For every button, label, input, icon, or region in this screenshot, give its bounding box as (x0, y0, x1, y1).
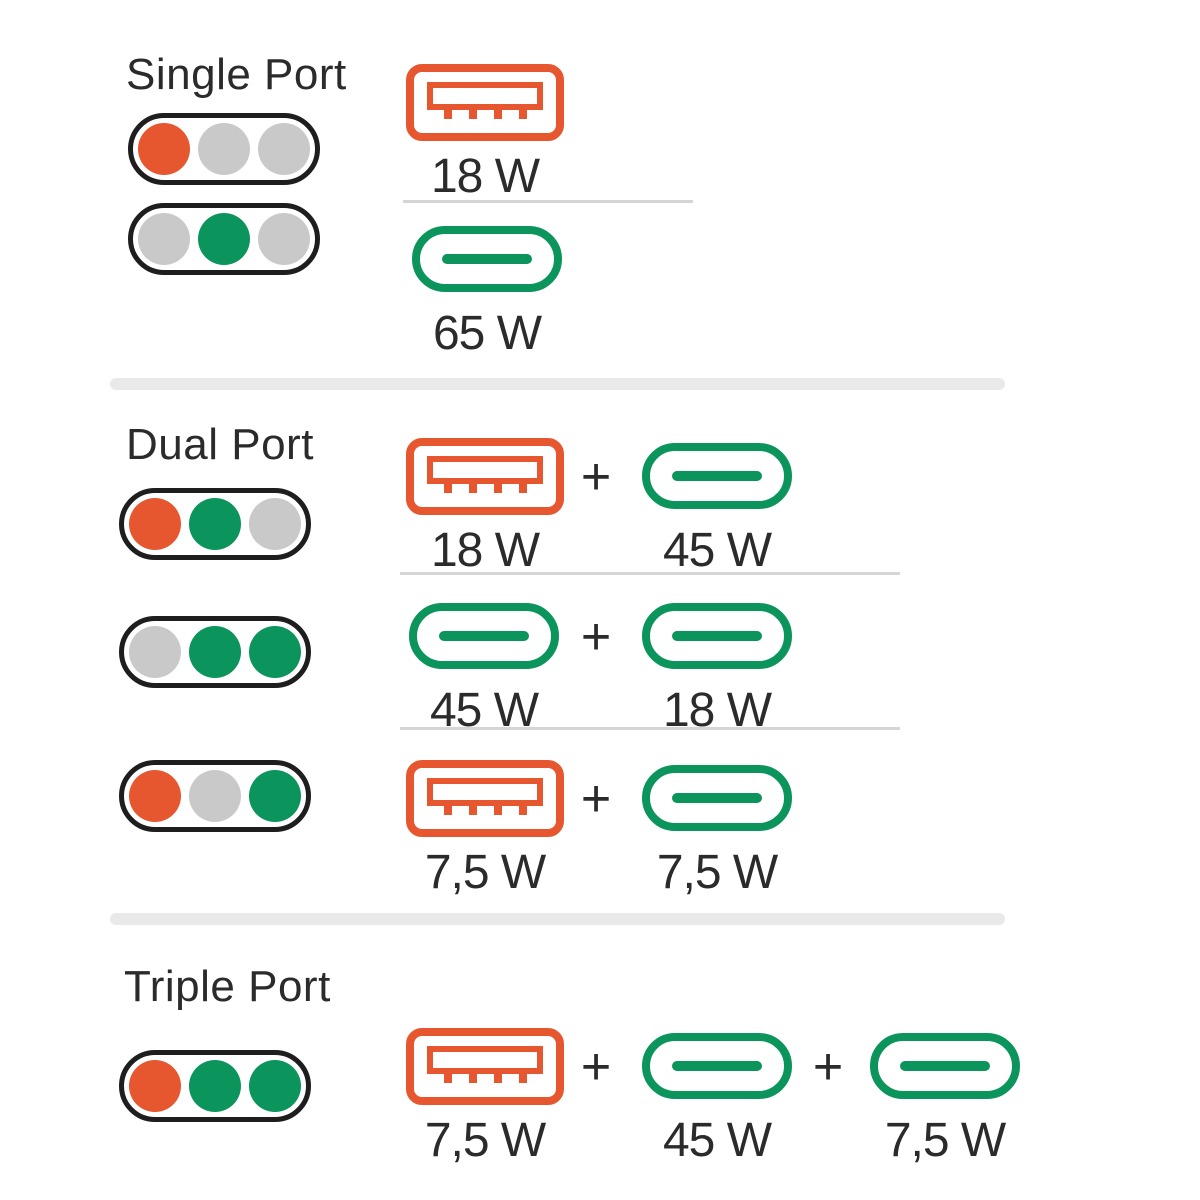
usb-a-icon (406, 64, 564, 141)
usb-c-icon (870, 1033, 1020, 1099)
usb-a-icon (406, 438, 564, 515)
status-dot-usb-c1 (198, 213, 250, 265)
status-dot-usb-c2 (249, 1060, 301, 1112)
usb-c-port: 45 W (640, 1033, 794, 1168)
usb-c-port: 45 W (407, 603, 561, 738)
status-dot-usb-a (129, 498, 181, 550)
row-divider (400, 727, 900, 730)
row-divider (400, 572, 900, 575)
status-dot-usb-c2 (249, 498, 301, 550)
status-dot-usb-a (138, 213, 190, 265)
status-dot-usb-c2 (258, 213, 310, 265)
wattage-label: 7,5 W (424, 1114, 546, 1167)
wattage-label: 7,5 W (424, 846, 546, 899)
usb-c-port: 45 W (640, 443, 794, 578)
port-status-pill (119, 488, 311, 560)
plus-sign: + (580, 607, 612, 666)
wattage-label: 45 W (662, 1114, 772, 1167)
status-dot-usb-a (129, 770, 181, 822)
usb-a-port: 7,5 W (405, 760, 565, 900)
plus-sign: + (812, 1037, 844, 1096)
status-dot-usb-a (129, 1060, 181, 1112)
usb-c-icon (642, 765, 792, 831)
section-title-triple-port: Triple Port (124, 962, 331, 1011)
usb-a-port: 18 W (405, 438, 565, 578)
usb-c-icon (642, 1033, 792, 1099)
section-title-single-port: Single Port (126, 50, 347, 99)
status-dot-usb-c1 (189, 498, 241, 550)
wattage-label: 7,5 W (884, 1114, 1006, 1167)
status-dot-usb-a (138, 123, 190, 175)
usb-c-icon (642, 603, 792, 669)
wattage-label: 65 W (432, 307, 542, 360)
section-divider (110, 913, 1005, 925)
port-status-pill (119, 616, 311, 688)
section-divider (110, 378, 1005, 390)
status-dot-usb-c2 (249, 626, 301, 678)
usb-c-port: 7,5 W (868, 1033, 1022, 1168)
usb-a-port: 18 W (405, 64, 565, 204)
port-status-pill (119, 1050, 311, 1122)
status-dot-usb-c2 (258, 123, 310, 175)
status-dot-usb-c2 (249, 770, 301, 822)
usb-c-port: 7,5 W (640, 765, 794, 900)
wattage-label: 18 W (430, 150, 540, 203)
wattage-label: 45 W (662, 524, 772, 577)
usb-a-port: 7,5 W (405, 1028, 565, 1168)
row-divider (403, 200, 693, 203)
status-dot-usb-c1 (189, 1060, 241, 1112)
plus-sign: + (580, 1037, 612, 1096)
port-status-pill (128, 203, 320, 275)
section-title-dual-port: Dual Port (126, 420, 314, 469)
plus-sign: + (580, 447, 612, 506)
usb-c-icon (642, 443, 792, 509)
status-dot-usb-a (129, 626, 181, 678)
status-dot-usb-c1 (189, 626, 241, 678)
wattage-label: 7,5 W (656, 846, 778, 899)
usb-a-icon (406, 760, 564, 837)
status-dot-usb-c1 (198, 123, 250, 175)
usb-c-icon (412, 226, 562, 292)
port-status-pill (128, 113, 320, 185)
usb-c-port: 18 W (640, 603, 794, 738)
wattage-label: 18 W (430, 524, 540, 577)
usb-a-icon (406, 1028, 564, 1105)
status-dot-usb-c1 (189, 770, 241, 822)
plus-sign: + (580, 769, 612, 828)
usb-c-icon (409, 603, 559, 669)
usb-c-port: 65 W (410, 226, 564, 361)
port-status-pill (119, 760, 311, 832)
